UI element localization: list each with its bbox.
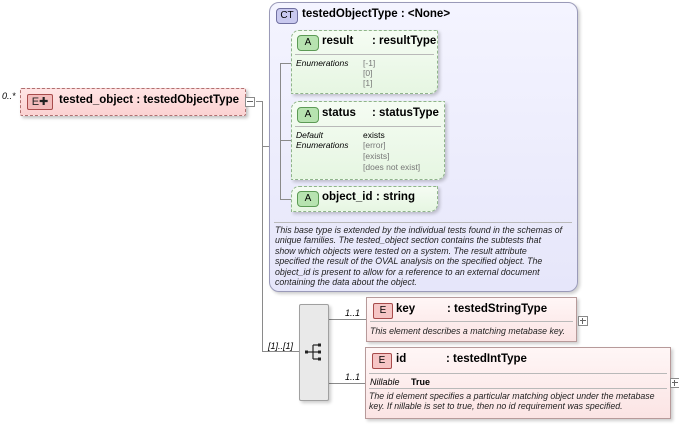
connector-root-to-branch [256, 101, 262, 102]
facet-label-enumerations: Enumerations [296, 58, 349, 68]
connector-branch-vertical [262, 101, 263, 351]
connector-seq-to-key [327, 319, 367, 320]
element-key[interactable]: E key : testedStringType This element de… [366, 297, 577, 342]
facet-value: [1] [363, 78, 373, 88]
root-element-label: tested_object : testedObjectType [59, 94, 239, 106]
complex-type-documentation: This base type is extended by the indivi… [275, 225, 563, 288]
connector-seq-to-id [327, 383, 365, 384]
attribute-badge-icon: A [297, 35, 319, 51]
connector-to-sequence [262, 351, 299, 352]
attribute-separator [295, 54, 434, 55]
facet-value: [does not exist] [363, 162, 421, 172]
connector-to-complex-type [262, 146, 270, 147]
facet-value: [exists] [363, 151, 390, 161]
id-occurrence: 1..1 [345, 372, 361, 382]
connector-attr-result [280, 63, 291, 64]
connector-attributes-vertical [280, 63, 281, 199]
element-name: key [396, 303, 416, 315]
element-separator [369, 373, 667, 374]
id-expand-icon[interactable] [670, 378, 679, 388]
complex-type-doc-separator [274, 222, 572, 223]
root-element-tested-object[interactable]: E✚ tested_object : testedObjectType [20, 88, 246, 116]
sequence-occurrence: [1]..[1] [268, 341, 294, 351]
element-documentation: The id element specifies a particular ma… [369, 391, 655, 412]
complex-type-title: testedObjectType : <None> [302, 8, 451, 20]
attribute-badge-icon: A [297, 191, 319, 207]
sequence-icon [305, 343, 321, 361]
attribute-badge-icon: A [297, 107, 319, 123]
complex-type-box[interactable]: CT testedObjectType : <None> A result : … [269, 2, 578, 292]
facet-value: [0] [363, 68, 373, 78]
facet-value-default: exists [363, 130, 385, 140]
sequence-compositor[interactable] [299, 304, 329, 401]
element-type: : testedStringType [447, 303, 548, 315]
attribute-type: : string [376, 191, 415, 203]
element-documentation: This element describes a matching metaba… [370, 326, 565, 336]
facet-value: [-1] [363, 58, 376, 68]
element-badge-icon: E [372, 353, 392, 369]
nillable-value: True [411, 377, 431, 387]
facet-label-enumerations: Enumerations [296, 140, 349, 150]
element-type: : testedIntType [446, 353, 527, 365]
root-collapse-icon[interactable] [245, 97, 255, 107]
element-name: id [396, 353, 407, 365]
facet-label-default: Default [296, 130, 323, 140]
attribute-object-id[interactable]: A object_id : string [291, 186, 438, 212]
attribute-name: status [322, 107, 356, 119]
connector-attr-object-id [280, 199, 291, 200]
attribute-name: result [322, 35, 354, 47]
attribute-status[interactable]: A status : statusType Default exists Enu… [291, 101, 445, 180]
element-badge-icon: E✚ [27, 94, 53, 110]
element-separator [369, 388, 667, 389]
nillable-label: Nillable [370, 377, 400, 387]
facet-value: [error] [363, 140, 386, 150]
attribute-type: : statusType [372, 107, 439, 119]
element-badge-icon: E [373, 303, 393, 319]
attribute-name: object_id [322, 191, 373, 203]
element-id[interactable]: E id : testedIntType Nillable True The i… [365, 347, 671, 419]
key-expand-icon[interactable] [578, 316, 588, 326]
attribute-separator [295, 126, 441, 127]
attribute-result[interactable]: A result : resultType Enumerations [-1] … [291, 30, 438, 94]
complex-type-badge-icon: CT [276, 8, 298, 24]
connector-attr-status [280, 140, 291, 141]
root-occurrence: 0..* [2, 91, 16, 101]
element-separator [370, 321, 573, 322]
key-occurrence: 1..1 [345, 308, 361, 318]
attribute-type: : resultType [372, 35, 437, 47]
